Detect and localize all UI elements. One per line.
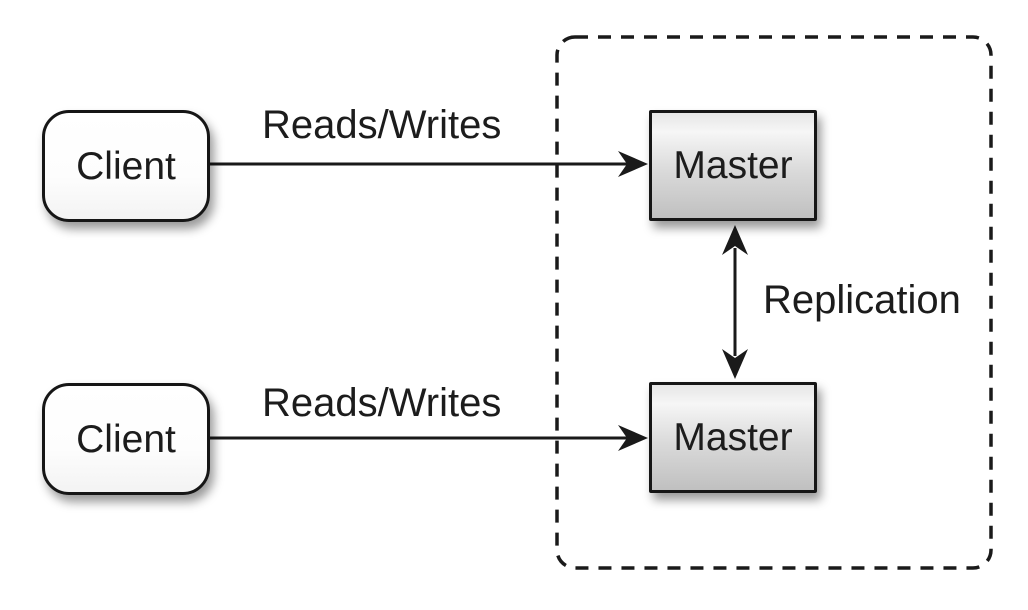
reads-writes-label-bottom: Reads/Writes xyxy=(262,381,502,425)
arrowhead-up-icon xyxy=(722,225,748,255)
client-node-bottom-label: Client xyxy=(76,417,176,461)
arrowhead-right-icon xyxy=(618,425,648,451)
reads-writes-arrow-top xyxy=(210,151,648,177)
master-node-bottom-label: Master xyxy=(673,416,793,459)
master-node-bottom: Master xyxy=(649,382,817,493)
arrowhead-down-icon xyxy=(722,349,748,379)
arrowhead-right-icon xyxy=(618,151,648,177)
replication-group-boundary xyxy=(555,35,993,570)
master-node-top: Master xyxy=(649,110,817,221)
master-node-top-label: Master xyxy=(673,144,793,187)
client-node-top: Client xyxy=(42,110,210,222)
replication-arrow xyxy=(722,225,748,379)
reads-writes-label-top: Reads/Writes xyxy=(262,103,502,147)
client-node-bottom: Client xyxy=(42,383,210,495)
reads-writes-arrow-bottom xyxy=(210,425,648,451)
replication-label: Replication xyxy=(763,278,961,322)
client-node-top-label: Client xyxy=(76,144,176,188)
